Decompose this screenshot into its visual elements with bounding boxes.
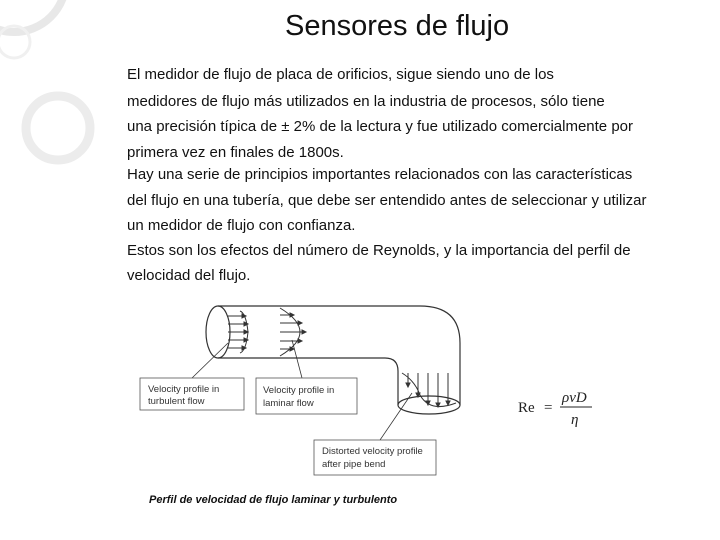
label-laminar: Velocity profile in laminar flow (255, 377, 358, 415)
body-line-2: medidores de flujo más utilizados en la … (127, 93, 605, 110)
decorative-circles (0, 0, 95, 165)
laminar-profile (279, 307, 308, 357)
label-distorted-line1: Distorted velocity profile (322, 446, 423, 457)
body-line-7: un medidor de flujo con confianza. (127, 217, 356, 234)
distorted-profile (401, 372, 457, 409)
body-line-3: una precisión típica de ± 2% de la lectu… (127, 118, 634, 135)
formula-lhs: Re (518, 400, 535, 416)
body-line-1: El medidor de flujo de placa de orificio… (127, 66, 554, 83)
label-distorted: Distorted velocity profile after pipe be… (313, 439, 437, 476)
body-line-6: del flujo en una tubería, que debe ser e… (127, 192, 647, 209)
flow-profile-diagram: Velocity profile in turbulent flow Veloc… (139, 305, 592, 476)
formula-denominator: η (571, 412, 578, 428)
page-title: Sensores de flujo (285, 10, 510, 42)
body-line-5: Hay una serie de principios importantes … (127, 166, 633, 183)
label-turbulent-line1: Velocity profile in (148, 384, 219, 395)
formula-numerator: ρvD (561, 390, 587, 406)
body-line-8: Estos son los efectos del número de Reyn… (127, 242, 631, 259)
reynolds-formula: Re = ρvD η (518, 390, 592, 428)
leader-lines (191, 339, 413, 441)
label-laminar-line2: laminar flow (263, 398, 314, 409)
turbulent-profile (228, 310, 250, 354)
label-turbulent: Velocity profile in turbulent flow (139, 377, 245, 411)
label-distorted-line2: after pipe bend (322, 459, 385, 470)
label-turbulent-line2: turbulent flow (148, 396, 205, 407)
body-line-4: primera vez en finales de 1800s. (127, 144, 344, 161)
formula-equals: = (544, 400, 552, 416)
pipe-elbow (205, 305, 461, 415)
figure-caption: Perfil de velocidad de flujo laminar y t… (149, 494, 398, 506)
body-line-9: velocidad del flujo. (127, 267, 251, 284)
label-laminar-line1: Velocity profile in (263, 385, 334, 396)
